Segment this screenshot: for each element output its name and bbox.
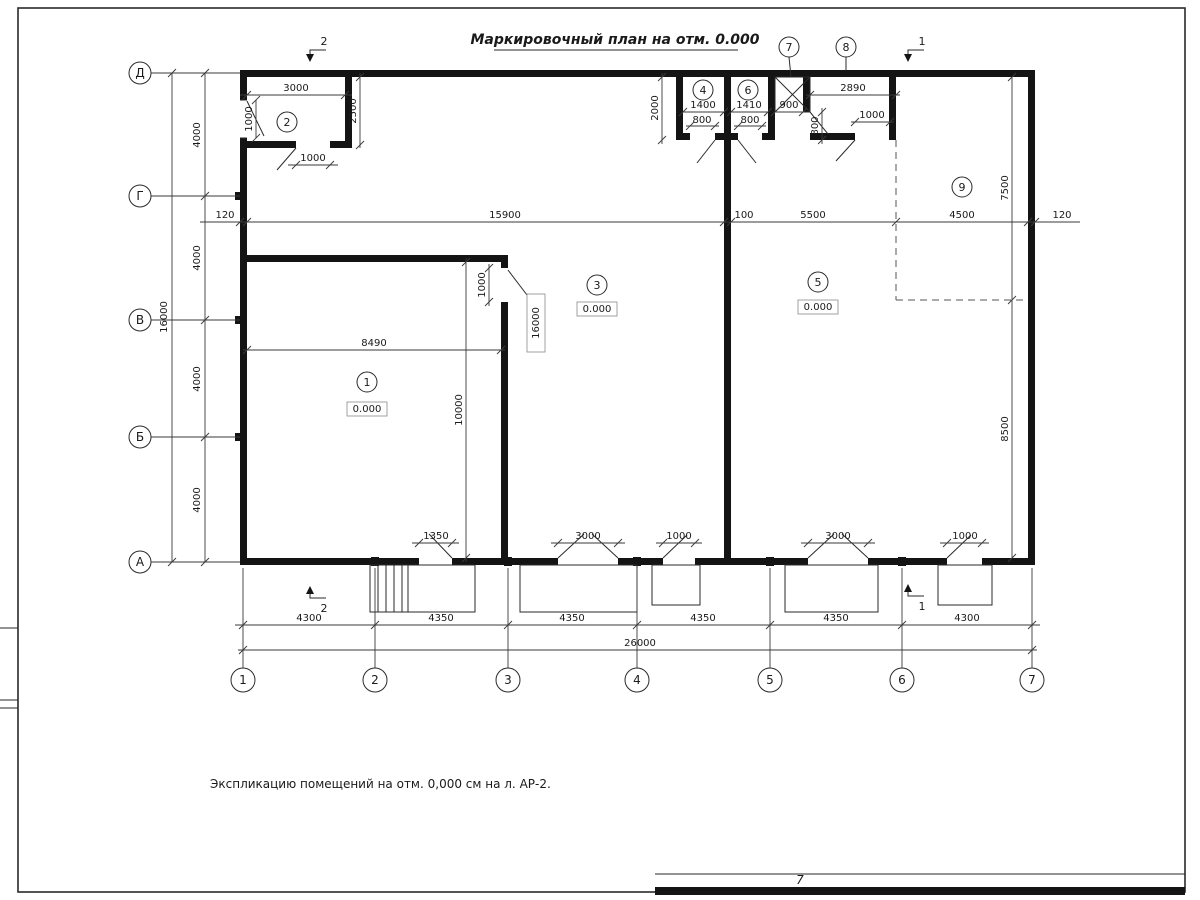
axis-col-label: 6 xyxy=(898,673,906,687)
dimension-ticks xyxy=(167,68,1040,655)
dim-label: 15900 xyxy=(489,210,521,221)
dim-label: 2000 xyxy=(650,95,661,120)
dim-label: 3000 xyxy=(575,531,600,542)
room-number: 2 xyxy=(284,116,291,129)
dim-label: 1000 xyxy=(666,531,691,542)
dim-label: 1000 xyxy=(859,110,884,121)
dim-label: 4300 xyxy=(954,613,979,624)
dim-label: 1410 xyxy=(736,100,761,111)
room-number: 9 xyxy=(959,181,966,194)
section-label: 2 xyxy=(321,602,328,615)
dim-label: 10000 xyxy=(454,394,465,426)
dim-label: 4000 xyxy=(192,245,203,270)
section-label: 1 xyxy=(919,600,926,613)
sheet-frame xyxy=(0,7,1186,895)
room-number: 7 xyxy=(786,41,793,54)
porches xyxy=(369,564,993,613)
dim-label: 1400 xyxy=(690,100,715,111)
dim-label: 1000 xyxy=(244,106,255,131)
dashed-partition xyxy=(895,140,1028,301)
dim-label: 4350 xyxy=(428,613,453,624)
room-number: 6 xyxy=(745,84,752,97)
extension-lines xyxy=(151,72,1033,668)
dim-label: 120 xyxy=(215,210,234,221)
dim-label: 4000 xyxy=(192,487,203,512)
boxed-dim-frame xyxy=(526,293,546,353)
axis-col-label: 3 xyxy=(504,673,512,687)
dim-label: 16000 xyxy=(531,307,542,339)
axis-row-label: А xyxy=(136,555,145,569)
axis-col-label: 7 xyxy=(1028,673,1036,687)
axis-row-label: В xyxy=(136,313,144,327)
dim-label: 800 xyxy=(740,115,759,126)
dim-label: 1000 xyxy=(300,153,325,164)
dim-label: 900 xyxy=(779,100,798,111)
dim-label: 4000 xyxy=(192,122,203,147)
stamp-bar xyxy=(655,887,1185,895)
axis-col-label: 5 xyxy=(766,673,774,687)
axis-col-label: 4 xyxy=(633,673,641,687)
walls xyxy=(240,70,1035,565)
section-marks: 2 1 2 1 xyxy=(306,35,926,615)
section-label: 2 xyxy=(321,35,328,48)
dim-label: 3000 xyxy=(283,83,308,94)
room-number: 1 xyxy=(364,376,371,389)
room-elevation: 0.000 xyxy=(804,302,833,313)
col-axis-bubbles: 1 2 3 4 5 6 7 xyxy=(230,667,1045,693)
dimension-labels: 4000 4000 4000 4000 16000 4300 4350 4350… xyxy=(159,83,1072,649)
axis-wall-markers xyxy=(235,192,906,566)
axis-row-label: Г xyxy=(136,189,143,203)
room-number: 4 xyxy=(700,84,707,97)
dim-label: 26000 xyxy=(624,638,656,649)
dim-label: 4350 xyxy=(690,613,715,624)
row-axis-bubbles: Д Г В Б А xyxy=(128,61,152,574)
axis-row-label: Б xyxy=(136,430,144,444)
dim-label: 2890 xyxy=(840,83,865,94)
dim-label: 1000 xyxy=(477,272,488,297)
dim-label: 4500 xyxy=(949,210,974,221)
dim-label: 16000 xyxy=(159,301,170,333)
dim-label: 100 xyxy=(734,210,753,221)
room-tags: 1 0.000 2 3 0.000 4 5 0.000 6 7 8 9 xyxy=(276,36,973,417)
dim-label: 2500 xyxy=(348,98,359,123)
dim-label: 7500 xyxy=(1000,175,1011,200)
room-number: 5 xyxy=(815,276,822,289)
axis-col-label: 1 xyxy=(239,673,247,687)
dim-label: 4350 xyxy=(559,613,584,624)
dim-label: 1350 xyxy=(423,531,448,542)
dim-label: 800 xyxy=(692,115,711,126)
room-number: 3 xyxy=(594,279,601,292)
axis-row-label: Д xyxy=(135,66,144,80)
dimension-lines xyxy=(171,73,1080,651)
dim-label: 120 xyxy=(1052,210,1071,221)
note-text: Экспликацию помещений на отм. 0,000 см н… xyxy=(210,777,551,791)
dim-label: 4300 xyxy=(296,613,321,624)
section-label: 1 xyxy=(919,35,926,48)
dim-label: 1000 xyxy=(952,531,977,542)
dim-label: 8500 xyxy=(1000,416,1011,441)
stamp-mark: 7 xyxy=(796,873,804,887)
dim-label: 3000 xyxy=(825,531,850,542)
dim-label: 8490 xyxy=(361,338,386,349)
dim-label: 4000 xyxy=(192,366,203,391)
room-elevation: 0.000 xyxy=(583,304,612,315)
axis-col-label: 2 xyxy=(371,673,379,687)
door-leaves xyxy=(240,99,972,559)
room-elevation: 0.000 xyxy=(353,404,382,415)
room-number: 8 xyxy=(843,41,850,54)
dim-label: 4350 xyxy=(823,613,848,624)
dim-label: 5500 xyxy=(800,210,825,221)
drawing-title: Маркировочный план на отм. 0.000 xyxy=(470,32,759,48)
dim-label: 800 xyxy=(810,116,821,135)
